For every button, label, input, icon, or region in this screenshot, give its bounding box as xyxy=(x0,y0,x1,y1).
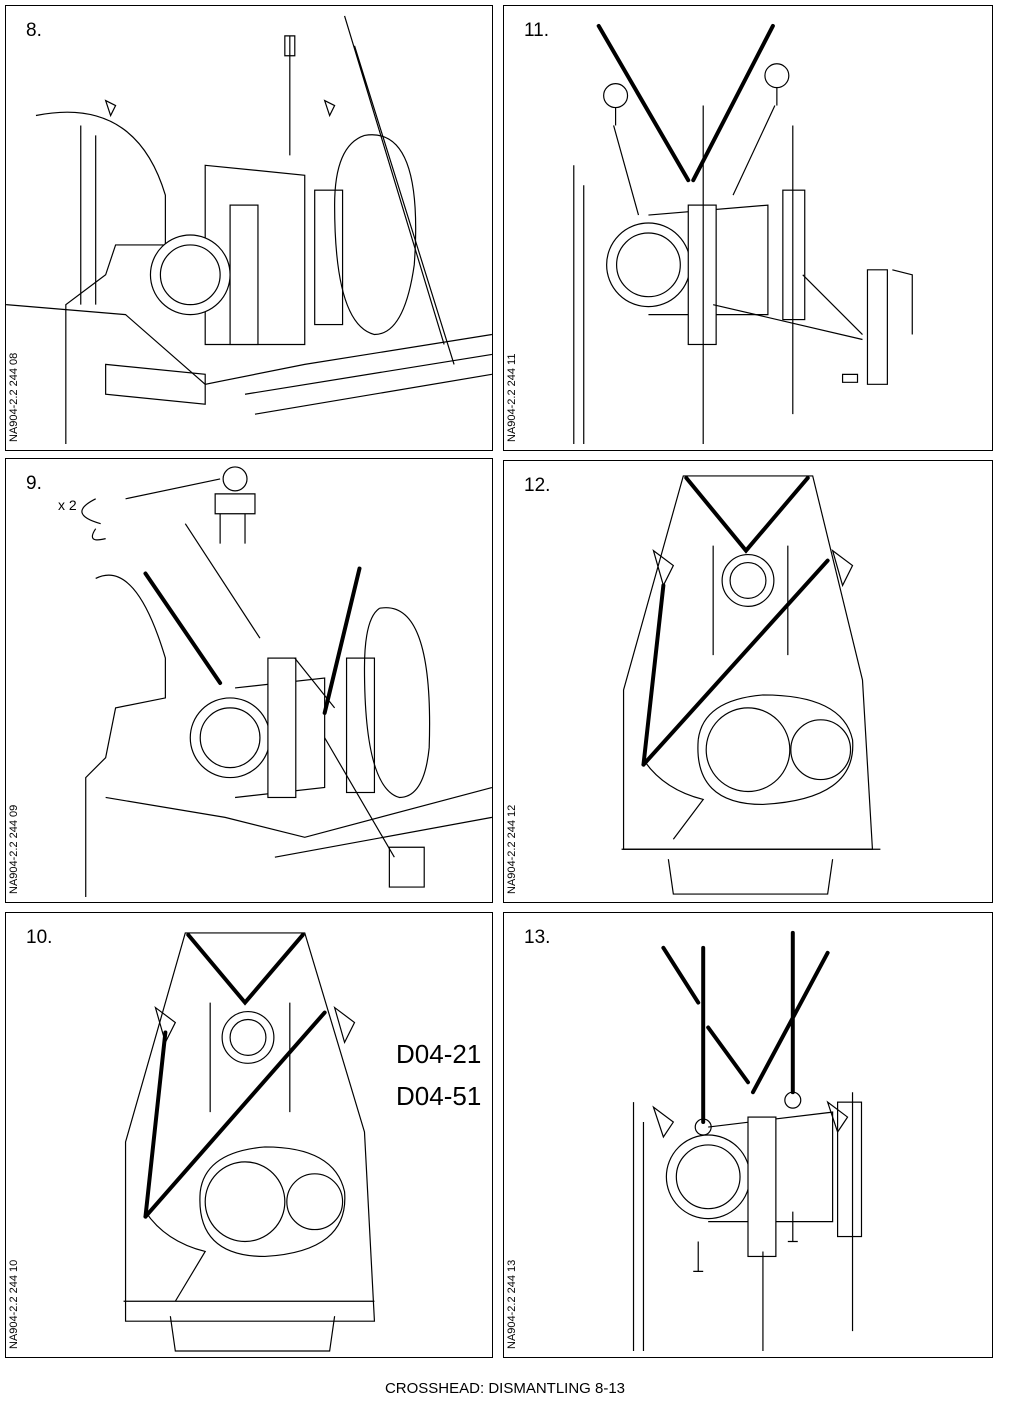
step-number: 13. xyxy=(524,927,551,948)
drawing-reference: NA904-2.2 244 11 xyxy=(506,353,518,442)
quantity-label: x 2 xyxy=(58,497,77,513)
illustration-step-13 xyxy=(632,930,863,1352)
illustration-step-10 xyxy=(123,932,376,1352)
drawing-reference: NA904-2.2 244 12 xyxy=(506,804,518,894)
panel-step-11: 11. NA904-2.2 244 11 xyxy=(503,5,993,451)
panel-step-12: 12. NA904-2.2 244 12 xyxy=(503,460,993,903)
illustration-step-9 xyxy=(81,466,492,898)
document-codes: D04-21 D04-51 xyxy=(396,1033,481,1117)
drawing-reference: NA904-2.2 244 13 xyxy=(506,1259,518,1349)
step-number: 11. xyxy=(524,20,550,41)
panel-step-13: 13. NA904-2.2 244 13 xyxy=(503,912,993,1358)
drawing-reference: NA904-2.2 244 08 xyxy=(8,352,20,442)
panel-step-8: 8. NA904-2.2 244 08 xyxy=(5,5,493,451)
step-number: 12. xyxy=(524,475,551,496)
panel-step-10: 10. D04-21 D04-51 NA904-2.2 244 10 xyxy=(5,912,493,1358)
figure-caption: CROSSHEAD: DISMANTLING 8-13 xyxy=(384,1380,626,1397)
illustration-step-11 xyxy=(573,23,913,445)
step-number: 10. xyxy=(26,927,53,948)
document-code: D04-21 xyxy=(396,1039,482,1069)
illustration-step-8 xyxy=(6,15,492,445)
step-number: 8. xyxy=(26,20,42,41)
drawing-reference: NA904-2.2 244 10 xyxy=(8,1259,20,1349)
drawing-reference: NA904-2.2 244 09 xyxy=(8,804,20,894)
document-code: D04-51 xyxy=(396,1081,482,1111)
illustration-step-12 xyxy=(621,475,881,895)
step-number: 9. xyxy=(26,473,42,494)
panel-step-9: 9. x 2 NA904-2.2 244 09 xyxy=(5,458,493,903)
